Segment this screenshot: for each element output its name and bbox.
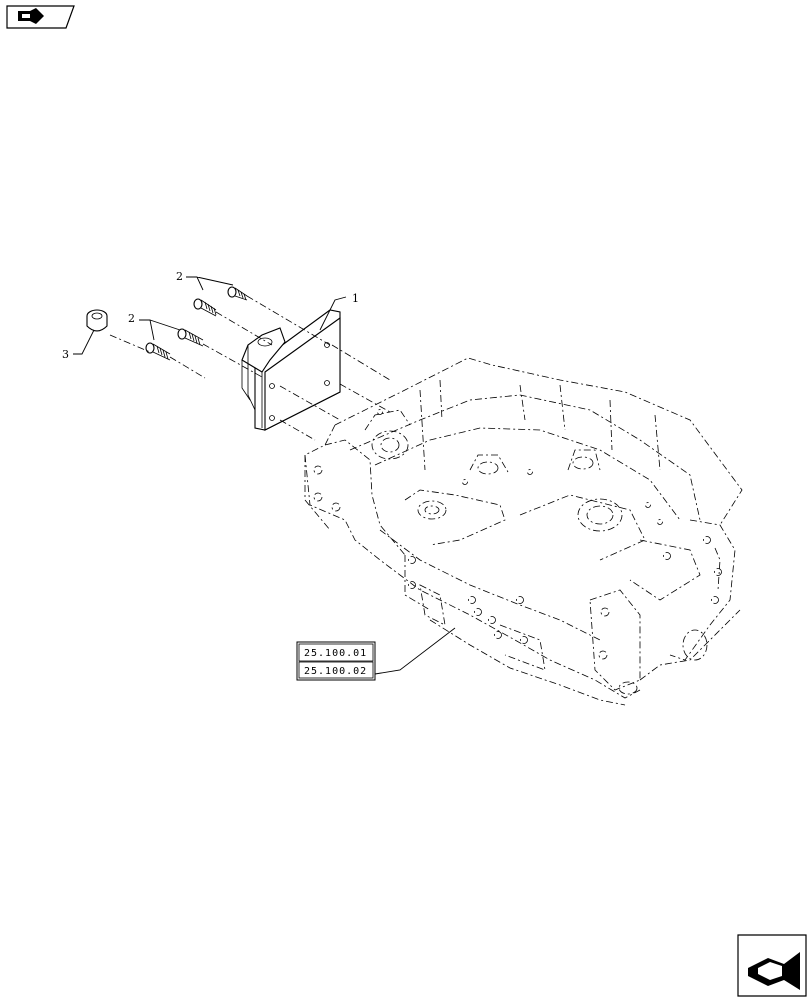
arrow-right-icon xyxy=(748,952,800,990)
callout-2-upper: 2 xyxy=(176,270,234,291)
bolt-lower-left xyxy=(145,342,171,361)
bushing xyxy=(86,309,108,332)
callout-label: 2 xyxy=(128,312,135,325)
reference-link-2[interactable]: 25.100.02 xyxy=(304,666,367,677)
callout-1: 1 xyxy=(319,292,359,331)
reference-box[interactable]: 25.100.01 25.100.02 xyxy=(296,627,456,681)
callout-2-lower: 2 xyxy=(128,312,181,341)
reference-link-1[interactable]: 25.100.01 xyxy=(304,648,367,659)
axle-support-frame xyxy=(304,357,743,706)
next-page-button[interactable] xyxy=(737,934,807,997)
bolt-upper-right xyxy=(227,286,248,301)
bolt-lower-right xyxy=(177,328,204,347)
arrow-left-icon xyxy=(18,8,44,24)
callout-label: 2 xyxy=(176,270,183,283)
callout-3: 3 xyxy=(62,329,95,361)
callout-label: 3 xyxy=(62,348,69,361)
mounting-bracket xyxy=(241,309,341,431)
assembly-lines xyxy=(109,295,391,441)
callout-label: 1 xyxy=(352,292,359,305)
bolt-upper-left xyxy=(193,298,217,317)
prev-page-button[interactable] xyxy=(6,5,75,29)
